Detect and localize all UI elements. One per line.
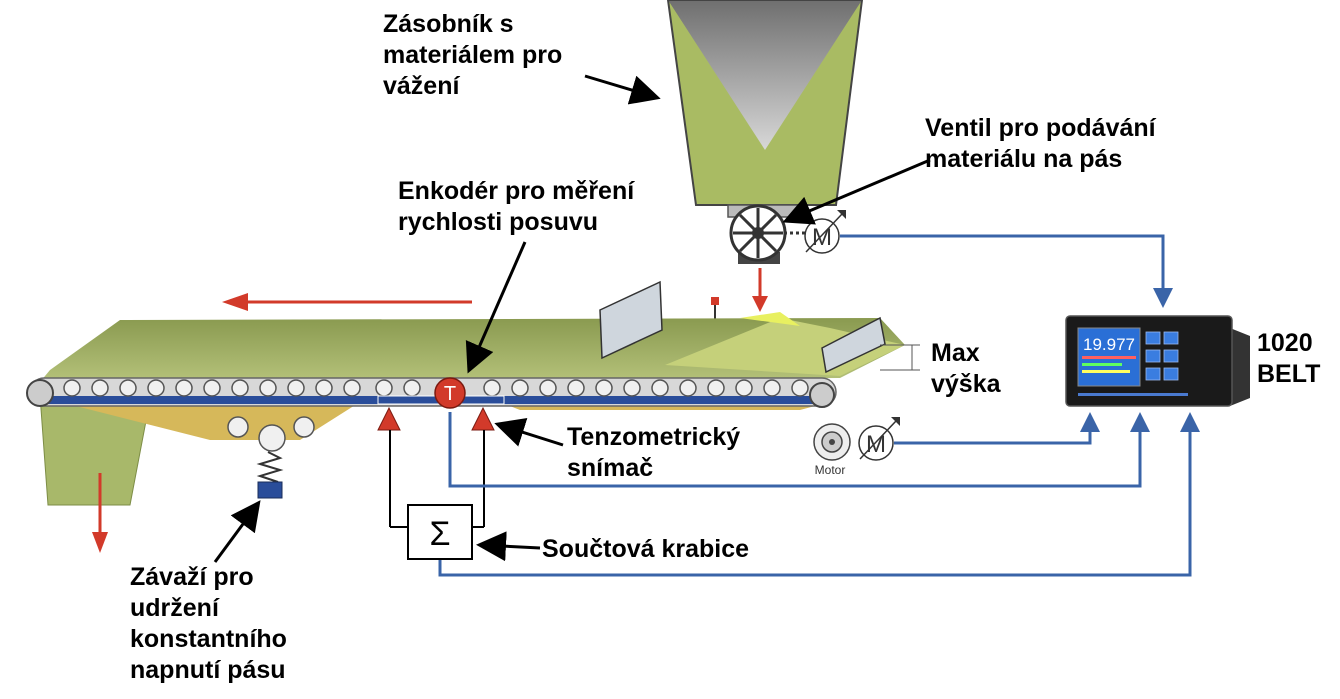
- motor-caption: Motor: [815, 463, 846, 477]
- encoder-icon: T: [434, 377, 466, 409]
- encoder-letter: T: [444, 383, 456, 405]
- label-summing-box: Součtová krabice: [542, 535, 750, 563]
- valve-wheel: [729, 204, 805, 264]
- load-cells: [377, 406, 495, 431]
- signal-arrowheads: [1080, 288, 1200, 432]
- label-max-height: Max výška: [931, 339, 1001, 398]
- label-load-cell: Tenzometrický snímač: [567, 423, 741, 482]
- sum-symbol: Σ: [429, 515, 450, 553]
- summing-box: Σ: [389, 430, 485, 560]
- max-height-bracket: [880, 344, 920, 371]
- material-flow-arrow: [752, 268, 768, 312]
- pointer-arrows: [213, 74, 931, 563]
- skirt-boards: [599, 280, 886, 374]
- belt-direction-arrow: [222, 293, 472, 311]
- label-controller: 1020 BELT: [1257, 329, 1321, 388]
- display-value: 19.977: [1083, 335, 1135, 354]
- hopper: [666, 0, 864, 218]
- label-valve: Ventil pro podávání materiálu na pás: [925, 114, 1156, 173]
- conveyor-belt: [26, 312, 905, 506]
- drive-motor: Motor M: [813, 417, 900, 477]
- discharge-arrow: [92, 473, 108, 553]
- label-hopper: Zásobník s materiálem pro vážení: [383, 10, 563, 100]
- take-up-assembly: [227, 416, 315, 499]
- label-encoder: Enkodér pro měření rychlosti posuvu: [398, 177, 635, 236]
- signal-lines: [438, 234, 1192, 577]
- controller-device: 19.977: [1065, 315, 1250, 407]
- valve-motor-icon: M: [804, 210, 846, 254]
- label-weight: Závaží pro udržení konstantního napnutí …: [130, 563, 287, 684]
